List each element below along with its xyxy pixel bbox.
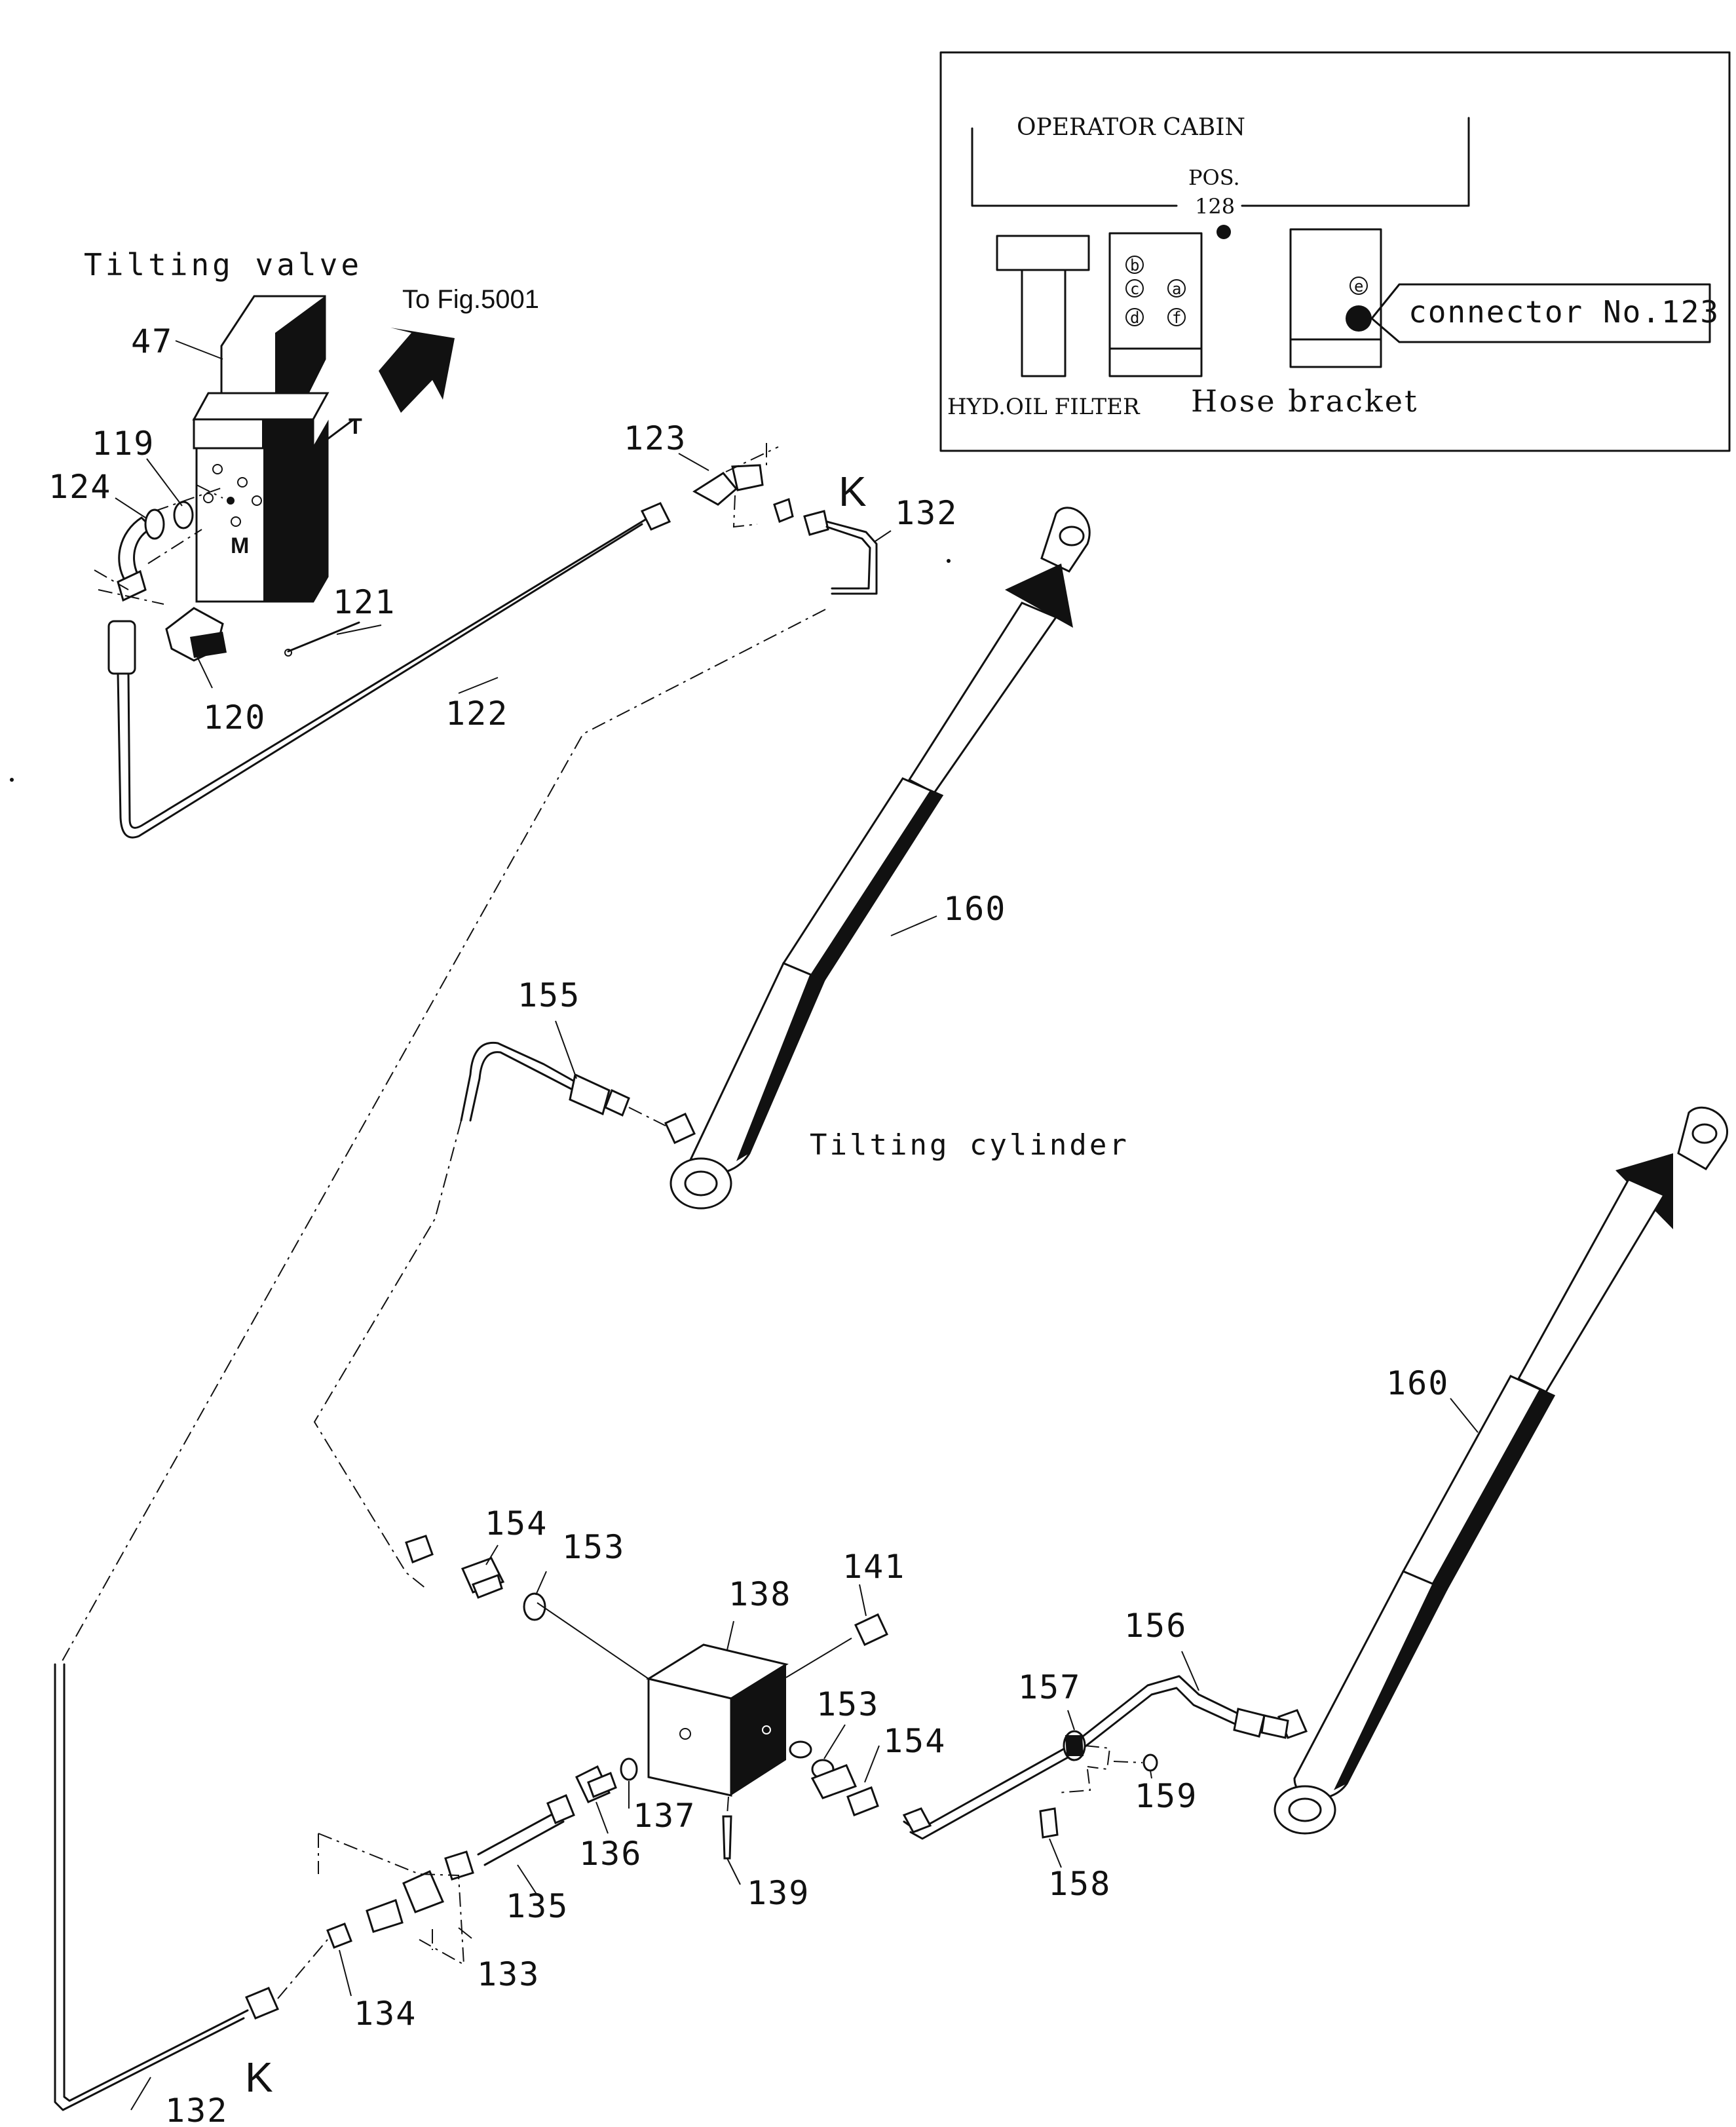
callout-153-right: 153 bbox=[816, 1685, 879, 1723]
oring-119 bbox=[173, 501, 194, 529]
callout-numbers: 47 119 124 120 121 122 123 132 160 155 1… bbox=[48, 322, 1449, 2127]
callout-133: 133 bbox=[477, 1955, 540, 1993]
callout-119: 119 bbox=[92, 425, 155, 463]
callout-157: 157 bbox=[1018, 1668, 1081, 1706]
callout-138: 138 bbox=[728, 1575, 791, 1613]
tilting-cylinder-title: Tilting cylinder bbox=[810, 1128, 1129, 1162]
tilting-cylinder-upper bbox=[664, 507, 1091, 1210]
pos-label: POS. bbox=[1188, 165, 1240, 190]
cabin-title: OPERATOR CABIN bbox=[1017, 114, 1245, 141]
hose-bracket-label: Hose bracket bbox=[1191, 383, 1418, 419]
callout-leaders bbox=[115, 340, 1479, 2111]
tilting-valve bbox=[192, 295, 355, 603]
k-mark-lower: K bbox=[245, 2054, 273, 2101]
callout-154-left: 154 bbox=[485, 1504, 548, 1543]
callout-132-upper: 132 bbox=[895, 494, 958, 532]
hose-155 bbox=[460, 1041, 578, 1122]
pipe-132-lower bbox=[54, 1663, 245, 2111]
bolt-158 bbox=[1039, 1807, 1059, 1839]
to-fig-label: To Fig.5001 bbox=[402, 285, 539, 314]
bracket-port-a: a bbox=[1172, 280, 1181, 298]
fittings-left bbox=[405, 1535, 546, 1621]
bracket-port-c: c bbox=[1130, 280, 1139, 298]
bracket-port-f: f bbox=[1172, 309, 1181, 327]
hyd-oil-filter-label: HYD.OIL FILTER bbox=[947, 394, 1141, 420]
valve-port-m: M bbox=[231, 533, 249, 558]
valve-fittings bbox=[94, 484, 360, 675]
plug-141 bbox=[854, 1613, 888, 1646]
tilting-cylinder-lower bbox=[1274, 1106, 1728, 1835]
callout-134: 134 bbox=[354, 1995, 417, 2033]
callout-154-right: 154 bbox=[883, 1722, 946, 1760]
hose-155-route bbox=[313, 1120, 462, 1589]
bracket-port-d: d bbox=[1130, 309, 1139, 327]
connector-label: connector No.123 bbox=[1408, 294, 1720, 330]
pipe-122-line-a bbox=[117, 523, 643, 839]
callout-120: 120 bbox=[203, 699, 266, 737]
callout-136: 136 bbox=[579, 1835, 642, 1873]
to-fig-arrow-icon bbox=[379, 328, 455, 413]
callout-155: 155 bbox=[518, 976, 580, 1014]
manifold-block-138 bbox=[646, 1643, 789, 1797]
pos-128-dot bbox=[1217, 225, 1231, 239]
pos-number: 128 bbox=[1195, 194, 1235, 219]
callout-124: 124 bbox=[48, 468, 111, 506]
callout-160-upper: 160 bbox=[943, 890, 1006, 928]
pipe-132-upper bbox=[825, 526, 871, 590]
hyd-oil-filter-icon bbox=[996, 235, 1090, 377]
valve-port-t: T bbox=[349, 414, 362, 439]
callout-141: 141 bbox=[842, 1548, 905, 1586]
connector-panel: e bbox=[1289, 228, 1382, 368]
callout-47: 47 bbox=[131, 322, 173, 360]
bolt-139 bbox=[722, 1815, 732, 1860]
callout-160-lower: 160 bbox=[1386, 1364, 1449, 1402]
callout-137: 137 bbox=[633, 1797, 696, 1835]
pipe-132-centerline bbox=[60, 609, 826, 1665]
fitting-123 bbox=[692, 443, 829, 536]
bracket-port-b: b bbox=[1130, 256, 1139, 275]
operator-cabin-inset: OPERATOR CABIN POS. 128 HYD.OIL FILTER b… bbox=[939, 51, 1731, 452]
callout-156: 156 bbox=[1124, 1607, 1187, 1645]
pipe-122-line-b bbox=[127, 516, 650, 829]
callout-158: 158 bbox=[1048, 1865, 1111, 1903]
callout-153-left: 153 bbox=[562, 1528, 625, 1566]
tilting-valve-title: Tilting valve bbox=[84, 247, 362, 282]
callout-139: 139 bbox=[747, 1874, 810, 1912]
fittings-right bbox=[789, 1740, 879, 1816]
callout-121: 121 bbox=[333, 583, 396, 621]
connector-port-e: e bbox=[1354, 277, 1363, 296]
callout-123: 123 bbox=[624, 419, 687, 457]
callout-159: 159 bbox=[1135, 1777, 1198, 1815]
callout-122: 122 bbox=[445, 695, 508, 733]
hose-bracket-panel: b c a d f bbox=[1108, 232, 1203, 377]
connector-123-dot bbox=[1346, 305, 1372, 332]
callout-135: 135 bbox=[506, 1887, 569, 1925]
lower-fittings bbox=[318, 1757, 638, 1966]
k-mark-upper: K bbox=[839, 468, 867, 515]
callout-132-lower: 132 bbox=[165, 2092, 228, 2127]
